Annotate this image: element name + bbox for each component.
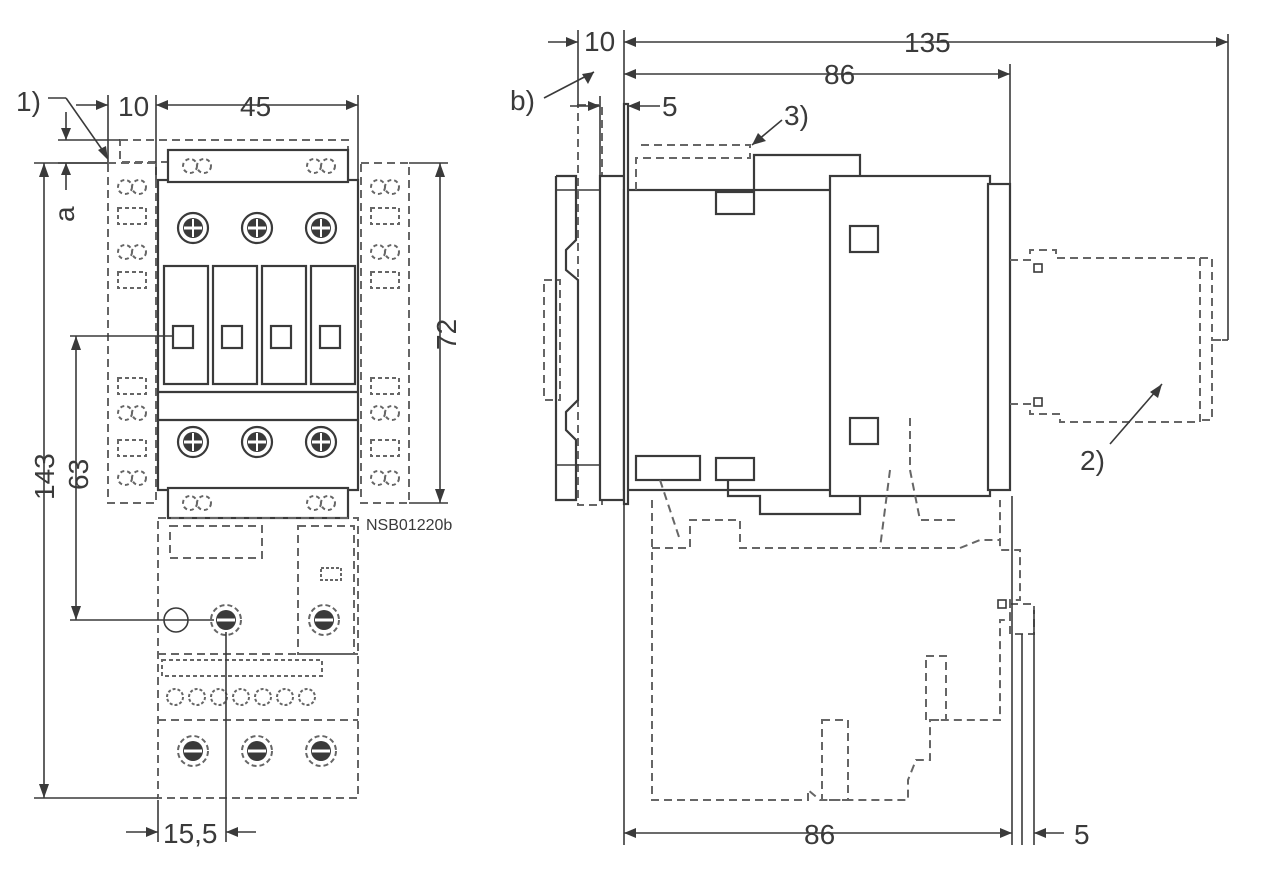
screw-icon [304, 425, 338, 459]
side-view: 10 135 86 5 b) 3) 2) 86 5 [510, 26, 1229, 850]
figure-id: NSB01220b [366, 517, 452, 534]
footnote-2-label: 2) [1080, 445, 1105, 476]
screw-icon [176, 211, 210, 245]
dim-5-top: 5 [662, 91, 678, 122]
footnote-3-label: 3) [784, 100, 809, 131]
dim-143: 143 [29, 453, 60, 500]
dim-86-bottom: 86 [804, 819, 835, 850]
dim-15-5: 15,5 [163, 818, 218, 849]
side-dimension-lines [543, 30, 1229, 845]
dim-10-front: 10 [118, 91, 149, 122]
dim-63: 63 [63, 459, 94, 490]
dim-10-side: 10 [584, 26, 615, 57]
left-aux-block [107, 162, 157, 504]
front-view: 1) 10 45 a 143 63 72 15,5 NSB01220b [16, 86, 462, 849]
side-overload-relay [651, 418, 1035, 845]
dim-135: 135 [904, 27, 951, 58]
side-aux-block [1010, 249, 1228, 423]
screw-icon [240, 211, 274, 245]
front-dimension-lines [34, 95, 448, 842]
screw-icon [240, 425, 274, 459]
dim-45: 45 [240, 91, 271, 122]
side-coil-block [828, 174, 992, 498]
right-aux-block [360, 162, 410, 504]
mounting-rail [543, 104, 636, 506]
dim-86-top: 86 [824, 59, 855, 90]
dim-72: 72 [431, 319, 462, 350]
mounting-screw-icon [209, 603, 243, 637]
screw-icon [176, 425, 210, 459]
side-body [622, 188, 842, 492]
footnote-b-label: b) [510, 85, 535, 116]
dim-5-bottom: 5 [1074, 819, 1090, 850]
overload-relay-front [157, 517, 359, 799]
screw-icon [304, 211, 338, 245]
contact-windows [162, 264, 357, 386]
dim-a: a [49, 206, 80, 222]
footnote-1-label: 1) [16, 86, 41, 117]
